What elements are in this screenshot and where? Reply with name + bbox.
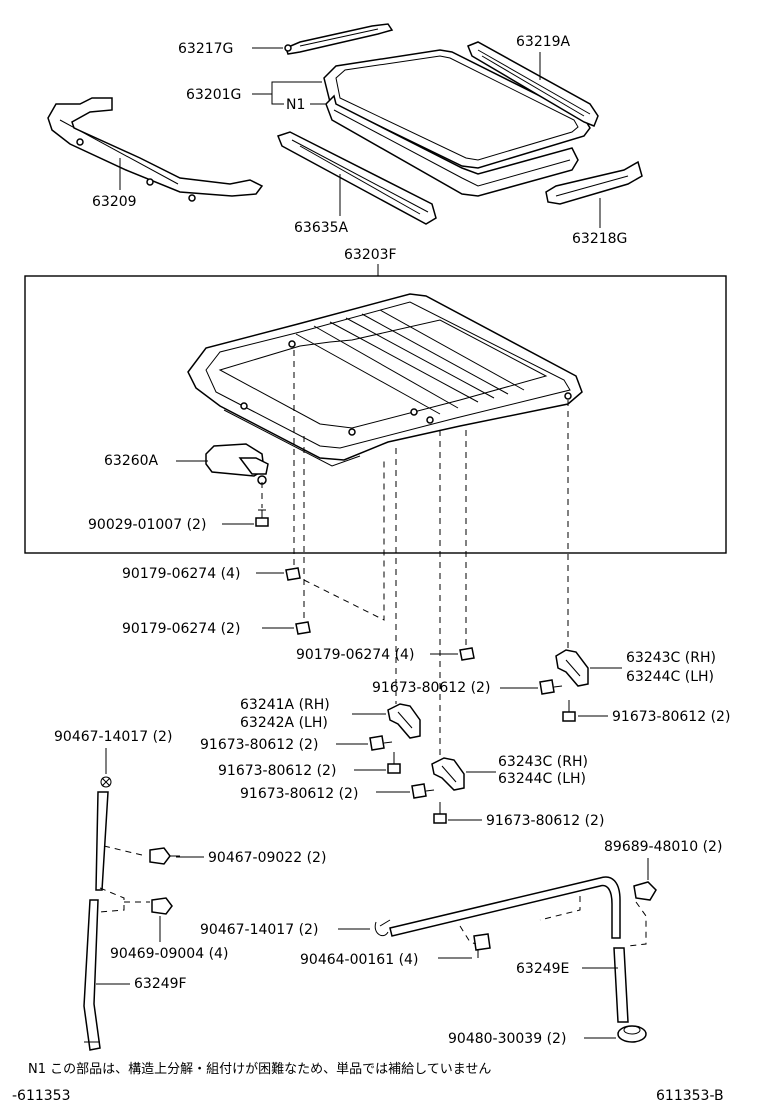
- label-63635A: 63635A: [294, 220, 349, 236]
- part-90469-09004-clamp-drawing: [151, 897, 173, 915]
- label-91673-80612-b: 91673-80612 (2): [612, 709, 730, 725]
- part-91673-bolt-a-drawing: [539, 679, 563, 695]
- part-63203F-housing-drawing: [187, 293, 583, 467]
- part-63635A-drawing: [277, 131, 437, 225]
- part-90467-09022-clip-drawing: [149, 847, 180, 865]
- part-63218G-drawing: [545, 160, 643, 205]
- label-63249F: 63249F: [134, 976, 187, 992]
- part-91673-bolt-f-drawing: [433, 802, 447, 824]
- label-91673-80612-a: 91673-80612 (2): [372, 680, 490, 696]
- label-90179-06274-a: 90179-06274 (4): [122, 566, 240, 582]
- label-89689-48010: 89689-48010 (2): [604, 839, 722, 855]
- housing-63203F-box: [24, 275, 727, 554]
- label-90464-00161: 90464-00161 (4): [300, 952, 418, 968]
- footer-left-code: -611353: [12, 1088, 71, 1104]
- label-63217G: 63217G: [178, 41, 233, 57]
- part-63249F-hose-drawing: [83, 791, 109, 1051]
- label-63243C-2: 63243C (RH): [498, 754, 588, 770]
- label-90480-30039: 90480-30039 (2): [448, 1031, 566, 1047]
- part-89689-48010-clip-drawing: [633, 881, 657, 901]
- part-63243C-bracket-2-drawing: [431, 757, 465, 791]
- label-90179-06274-b: 90179-06274 (2): [122, 621, 240, 637]
- part-90179-nut-c-drawing: [459, 647, 475, 661]
- part-N1-weatherstrip-drawing: [325, 94, 579, 197]
- part-63241A-bracket-drawing: [387, 703, 421, 739]
- label-63244C-1: 63244C (LH): [626, 669, 714, 685]
- label-90467-14017-b: 90467-14017 (2): [200, 922, 318, 938]
- part-90464-00161-clamp-drawing: [473, 933, 491, 958]
- label-N1: N1: [286, 97, 305, 113]
- label-90467-09022: 90467-09022 (2): [208, 850, 326, 866]
- label-63249E: 63249E: [516, 961, 569, 977]
- part-63201G-glass-drawing: [323, 49, 591, 169]
- part-63260A-motor-drawing: [205, 443, 269, 485]
- label-90179-06274-c: 90179-06274 (4): [296, 647, 414, 663]
- part-90467-14017-clip-b-drawing: [374, 919, 391, 937]
- part-91673-bolt-d-drawing: [387, 752, 401, 774]
- footer-right-code: 611353-B: [656, 1088, 724, 1104]
- label-90469-09004: 90469-09004 (4): [110, 946, 228, 962]
- label-91673-80612-f: 91673-80612 (2): [486, 813, 604, 829]
- label-90029-01007: 90029-01007 (2): [88, 517, 206, 533]
- part-90029-01007-bolt-drawing: [255, 509, 269, 527]
- label-91673-80612-d: 91673-80612 (2): [218, 763, 336, 779]
- part-91673-bolt-e-drawing: [411, 783, 435, 799]
- part-63243C-bracket-1-drawing: [555, 649, 589, 687]
- part-63249E-hose-drawing: [389, 876, 629, 1023]
- label-91673-80612-e: 91673-80612 (2): [240, 786, 358, 802]
- part-63217G-drawing: [284, 23, 394, 55]
- part-91673-bolt-c-drawing: [369, 735, 393, 751]
- label-63260A: 63260A: [104, 453, 159, 469]
- label-63242A: 63242A (LH): [240, 715, 328, 731]
- label-63219A: 63219A: [516, 34, 571, 50]
- label-63209: 63209: [92, 194, 137, 210]
- label-63241A: 63241A (RH): [240, 697, 330, 713]
- label-63243C-1: 63243C (RH): [626, 650, 716, 666]
- label-63203F: 63203F: [344, 247, 397, 263]
- label-63201G: 63201G: [186, 87, 241, 103]
- label-90467-14017-a: 90467-14017 (2): [54, 729, 172, 745]
- part-91673-bolt-b-drawing: [562, 700, 576, 722]
- footnote-n1: N1 この部品は、構造上分解・組付けが困難なため、単品では補給していません: [28, 1061, 491, 1077]
- part-63219A-drawing: [467, 41, 599, 127]
- label-63244C-2: 63244C (LH): [498, 771, 586, 787]
- part-90467-14017-clip-a-drawing: [100, 776, 112, 788]
- part-63209-drawing: [47, 97, 264, 202]
- label-63218G: 63218G: [572, 231, 627, 247]
- label-91673-80612-c: 91673-80612 (2): [200, 737, 318, 753]
- part-90179-nut-b-drawing: [295, 621, 311, 635]
- part-90480-30039-grommet-drawing: [617, 1025, 647, 1043]
- part-90179-nut-a-drawing: [285, 567, 301, 581]
